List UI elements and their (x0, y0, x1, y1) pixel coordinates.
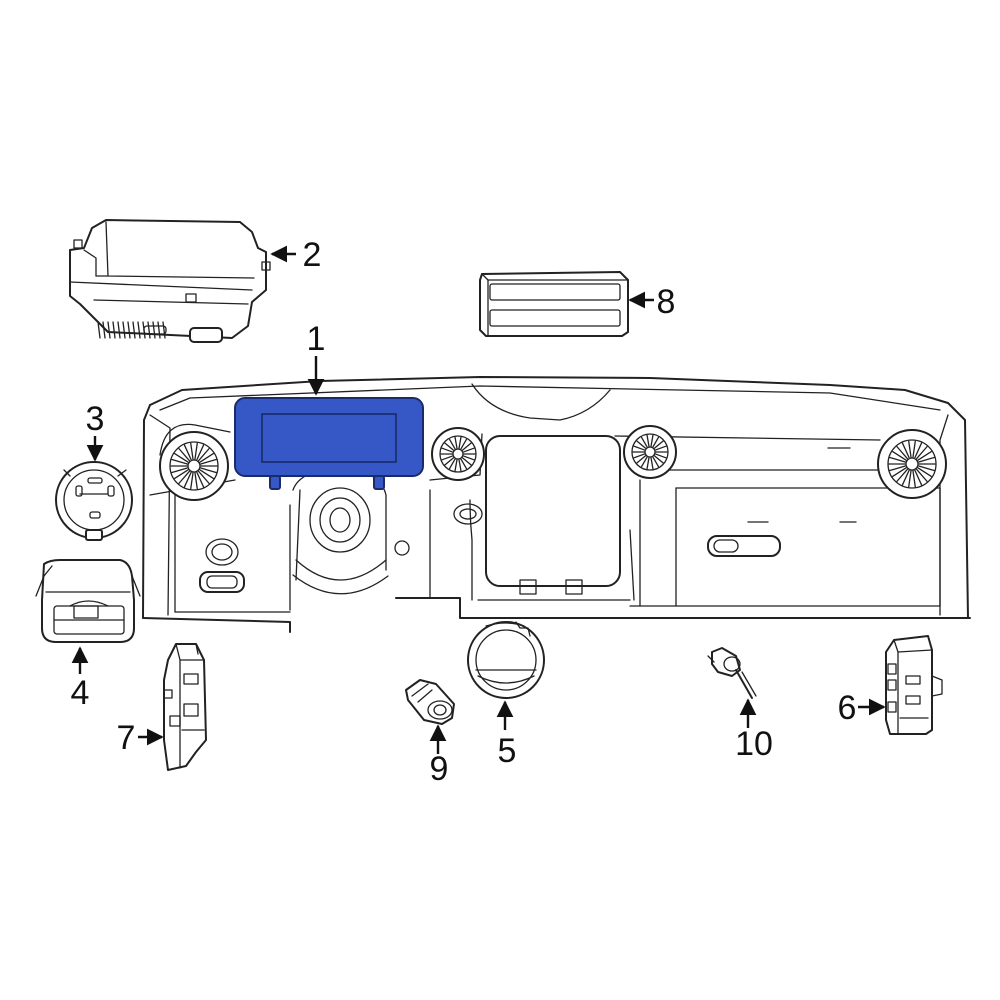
sensor-with-lead-part[interactable] (707, 647, 757, 699)
center-right-air-vent (623, 425, 677, 479)
round-switch-part[interactable] (55, 461, 133, 541)
left-air-vent (159, 431, 229, 501)
right-air-vent (877, 429, 947, 499)
callout-labels: 1 2 3 4 5 6 7 8 9 10 (71, 236, 857, 788)
vent-grille-part[interactable] (479, 271, 629, 337)
callout-6: 6 (838, 689, 857, 727)
dashboard-assembly (142, 376, 971, 633)
callout-arrows (71, 245, 886, 754)
callout-8: 8 (657, 283, 676, 321)
callout-1: 1 (307, 320, 326, 358)
control-module-part[interactable] (69, 219, 271, 343)
callout-5: 5 (498, 732, 517, 770)
callout-2: 2 (303, 236, 322, 274)
center-left-air-vent (431, 427, 485, 481)
controller-knob-part[interactable] (467, 621, 545, 699)
callout-3: 3 (86, 400, 105, 438)
callout-9: 9 (430, 750, 449, 788)
callout-10: 10 (735, 725, 773, 763)
instrument-cluster-display-highlighted[interactable] (234, 397, 424, 490)
side-switch-panel-part[interactable] (163, 643, 207, 771)
callout-7: 7 (117, 719, 136, 757)
switch-housing-part[interactable] (35, 559, 141, 643)
callout-4: 4 (71, 674, 90, 712)
switch-block-part[interactable] (885, 635, 943, 735)
small-sensor-part[interactable] (405, 679, 455, 725)
